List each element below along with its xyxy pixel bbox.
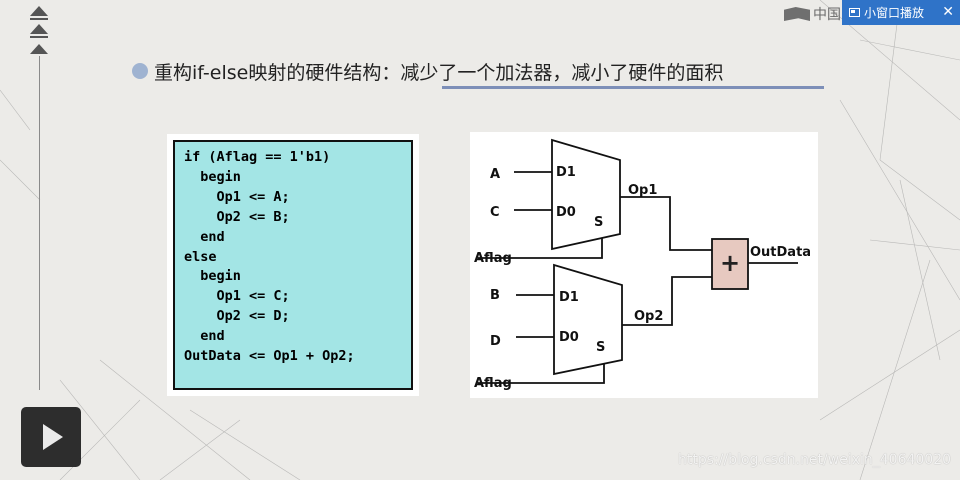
input-c-label: C <box>490 205 500 220</box>
nav-dash-icon <box>30 36 48 38</box>
timeline-line <box>39 56 40 390</box>
mux2-d1-label: D1 <box>559 290 579 305</box>
mux1-d0-label: D0 <box>556 205 576 220</box>
nav-up-arrow-icon[interactable] <box>30 44 48 54</box>
slide-title: 重构if-else映射的硬件结构：减少了一个加法器，减小了硬件的面积 <box>154 61 724 84</box>
input-b-label: B <box>490 288 500 303</box>
code-line: Op1 <= C; <box>184 288 290 305</box>
brand-logo: 中国 <box>784 3 842 25</box>
code-line: end <box>184 328 225 345</box>
play-button[interactable] <box>21 407 81 467</box>
slide-title-row: 重构if-else映射的硬件结构：减少了一个加法器，减小了硬件的面积 <box>132 56 723 86</box>
watermark: https://blog.csdn.net/weixin_40640020 <box>678 452 952 468</box>
title-underline <box>442 86 824 89</box>
pip-icon <box>849 8 860 17</box>
code-line: Op1 <= A; <box>184 188 290 205</box>
close-icon[interactable]: ✕ <box>942 4 954 20</box>
mux2-shape <box>553 263 623 376</box>
code-line: Op2 <= B; <box>184 208 290 225</box>
mux1-d1-label: D1 <box>556 165 576 180</box>
code-line: else <box>184 248 217 265</box>
input-a-label: A <box>490 167 501 182</box>
mux2-d0-label: D0 <box>559 330 579 345</box>
nav-dash-icon <box>30 18 48 20</box>
op2-label: Op2 <box>634 309 664 324</box>
code-line: if (Aflag == 1'b1) <box>184 149 331 165</box>
mux1-s-label: S <box>594 215 604 230</box>
hardware-diagram: A C D1 D0 S Aflag Op1 B D D1 D0 S Aflag … <box>470 132 818 398</box>
code-line: begin <box>184 168 241 185</box>
code-line: Op2 <= D; <box>184 308 290 325</box>
code-line: end <box>184 228 225 245</box>
mux2-select-label: Aflag <box>474 376 512 391</box>
adder-plus-icon: + <box>720 249 741 277</box>
nav-up-arrow-icon[interactable] <box>30 24 48 34</box>
pip-label: 小窗口播放 <box>864 6 925 20</box>
mux1-select-label: Aflag <box>474 251 512 266</box>
adder-shape <box>711 238 749 290</box>
outdata-label: OutData <box>750 245 812 260</box>
diagram-wires <box>478 138 798 384</box>
op1-label: Op1 <box>628 183 658 198</box>
code-line: begin <box>184 268 241 285</box>
mux1-shape <box>551 138 621 251</box>
book-logo-icon <box>784 7 810 21</box>
mux2-s-label: S <box>596 340 606 355</box>
bullet-icon <box>132 63 148 79</box>
nav-up-arrow-icon[interactable] <box>30 6 48 16</box>
code-line: OutData <= Op1 + Op2; <box>184 348 355 365</box>
code-block: if (Aflag == 1'b1) begin Op1 <= A; Op2 <… <box>173 140 413 390</box>
brand-text: 中国 <box>813 7 841 23</box>
input-d-label: D <box>490 334 501 349</box>
play-icon <box>43 424 63 450</box>
picture-in-picture-button[interactable]: 小窗口播放 ✕ <box>842 0 960 25</box>
